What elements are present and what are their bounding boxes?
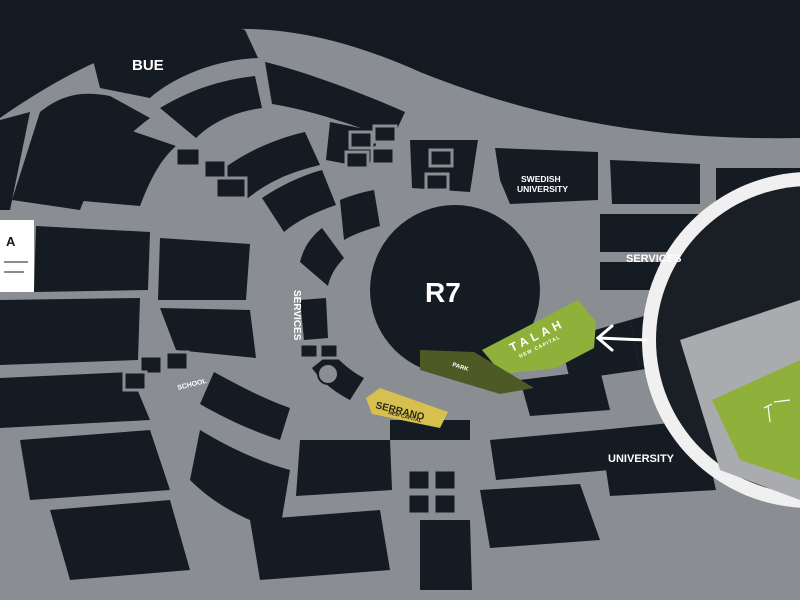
- block: [300, 298, 328, 340]
- block: [340, 190, 380, 240]
- cluster-block: [428, 148, 454, 168]
- block: [600, 262, 660, 290]
- roundabout: [317, 363, 339, 385]
- cluster-block: [344, 150, 370, 170]
- cluster-block: [370, 146, 396, 166]
- cluster-block: [138, 354, 164, 376]
- cluster-block: [348, 130, 374, 150]
- block: [495, 148, 598, 204]
- block-bue: [88, 23, 258, 98]
- zoom-talah-mark-icon: [763, 399, 791, 423]
- block: [296, 440, 392, 496]
- block: [250, 510, 390, 580]
- left-sign: A: [0, 220, 34, 292]
- cluster-block: [406, 492, 432, 516]
- block: [160, 76, 262, 138]
- block: [265, 62, 405, 140]
- block: [0, 298, 140, 365]
- cluster-block: [424, 172, 450, 192]
- block: [262, 170, 336, 232]
- zoom-talah-plot: [712, 360, 800, 480]
- left-sign-board: [0, 220, 34, 292]
- label-bue: BUE: [132, 57, 164, 74]
- label-park: PARK: [451, 362, 469, 373]
- block: [300, 228, 344, 286]
- cluster-block: [122, 370, 148, 392]
- block: [72, 120, 176, 206]
- park-plot[interactable]: [420, 350, 534, 394]
- cluster-block: [214, 176, 248, 200]
- block-clusters: [122, 124, 458, 516]
- cluster-block: [298, 342, 320, 360]
- block: [200, 372, 290, 440]
- block: [420, 520, 472, 590]
- label-services-east: SERVICES: [626, 253, 681, 265]
- block: [158, 238, 250, 300]
- zoom-inset: [642, 172, 800, 508]
- block: [520, 370, 610, 416]
- label-university: UNIVERSITY: [608, 453, 675, 465]
- cluster-block: [174, 146, 202, 168]
- block: [160, 308, 256, 358]
- block: [490, 430, 610, 480]
- talah-plot[interactable]: [482, 300, 596, 374]
- block: [390, 420, 470, 440]
- block: [480, 484, 600, 548]
- label-r7: R7: [425, 277, 461, 308]
- cluster-block: [202, 158, 228, 180]
- block: [20, 430, 170, 500]
- label-services-central: SERVICES: [291, 290, 302, 341]
- cluster-block: [318, 342, 340, 360]
- cluster-block: [432, 492, 458, 516]
- roundabouts: [317, 363, 339, 385]
- cluster-block: [164, 350, 190, 372]
- serrano-plot[interactable]: [366, 388, 448, 428]
- block: [50, 500, 190, 580]
- block: [190, 430, 290, 530]
- label-swedish-university-line2: UNIVERSITY: [517, 184, 568, 194]
- arrow-icon: [595, 324, 648, 352]
- cluster-block: [372, 124, 398, 144]
- block: [0, 372, 150, 428]
- cluster-block: [406, 468, 432, 492]
- label-swedish-university-line1: SWEDISH: [521, 174, 561, 184]
- block: [34, 226, 150, 292]
- cluster-block: [432, 468, 458, 492]
- city-blocks: [0, 23, 800, 590]
- block: [610, 160, 700, 204]
- block: [0, 112, 30, 210]
- block: [12, 93, 150, 210]
- left-sign-letter: A: [6, 234, 16, 249]
- r7-district: [370, 205, 540, 375]
